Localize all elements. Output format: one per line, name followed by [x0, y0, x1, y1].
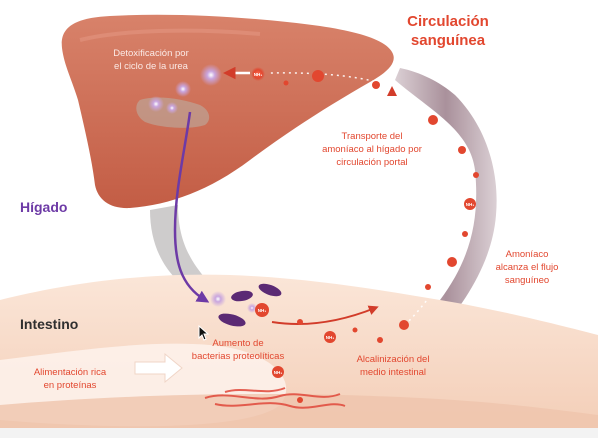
svg-text:NH₃: NH₃	[466, 202, 475, 207]
blood-vessel	[395, 68, 497, 332]
alkalinization-arrow	[271, 305, 379, 325]
svg-text:NH₃: NH₃	[258, 308, 267, 313]
portal-vein	[150, 205, 205, 278]
proteolytic-bacteria-label: Aumento de bacterias proteolíticas	[191, 338, 285, 362]
detox-glow	[175, 81, 191, 97]
blood-circulation-title: Circulación sanguínea	[407, 13, 489, 49]
nh3-labels: NH₃ NH₃ NH₃ NH₃ NH₃	[254, 72, 475, 375]
liver-highlight	[79, 28, 261, 42]
protein-diet-label: Alimentación rica en proteínas	[33, 367, 107, 391]
intestine-title: Intestino	[20, 316, 79, 332]
liver-to-intestine-arrow	[173, 111, 210, 303]
bacterium	[258, 283, 282, 297]
svg-text:NH₃: NH₃	[326, 335, 335, 340]
mouse-cursor-icon	[198, 325, 210, 341]
detox-glow	[200, 64, 222, 86]
capillaries	[204, 387, 346, 409]
bacteria-glow	[210, 291, 226, 307]
ammonia-bloodstream-label: Amoníaco alcanza el flujo sanguíneo	[495, 249, 559, 286]
diet-arrow	[134, 352, 183, 384]
bottom-bar	[0, 428, 598, 438]
liver-title: Hígado	[20, 199, 68, 215]
bacterium	[231, 290, 253, 302]
svg-text:NH₃: NH₃	[254, 72, 263, 77]
portal-transport-label: Transporte del amoníaco al hígado por ci…	[322, 131, 422, 168]
bacteria-glow	[247, 303, 257, 313]
svg-text:NH₃: NH₃	[274, 370, 283, 375]
detox-glow	[148, 96, 164, 112]
ammonia-molecules	[251, 67, 479, 403]
intestine-wall-lower	[0, 394, 598, 438]
bacterium	[218, 313, 246, 327]
detox-glow	[166, 102, 178, 114]
blood-flow-arrow	[387, 86, 401, 121]
liver	[61, 14, 394, 209]
detox-label: Detoxificación por el ciclo de la urea	[113, 48, 189, 72]
alkalinization-label: Alcalinización del medio intestinal	[356, 354, 430, 378]
vessel-dotted-path	[269, 72, 468, 326]
